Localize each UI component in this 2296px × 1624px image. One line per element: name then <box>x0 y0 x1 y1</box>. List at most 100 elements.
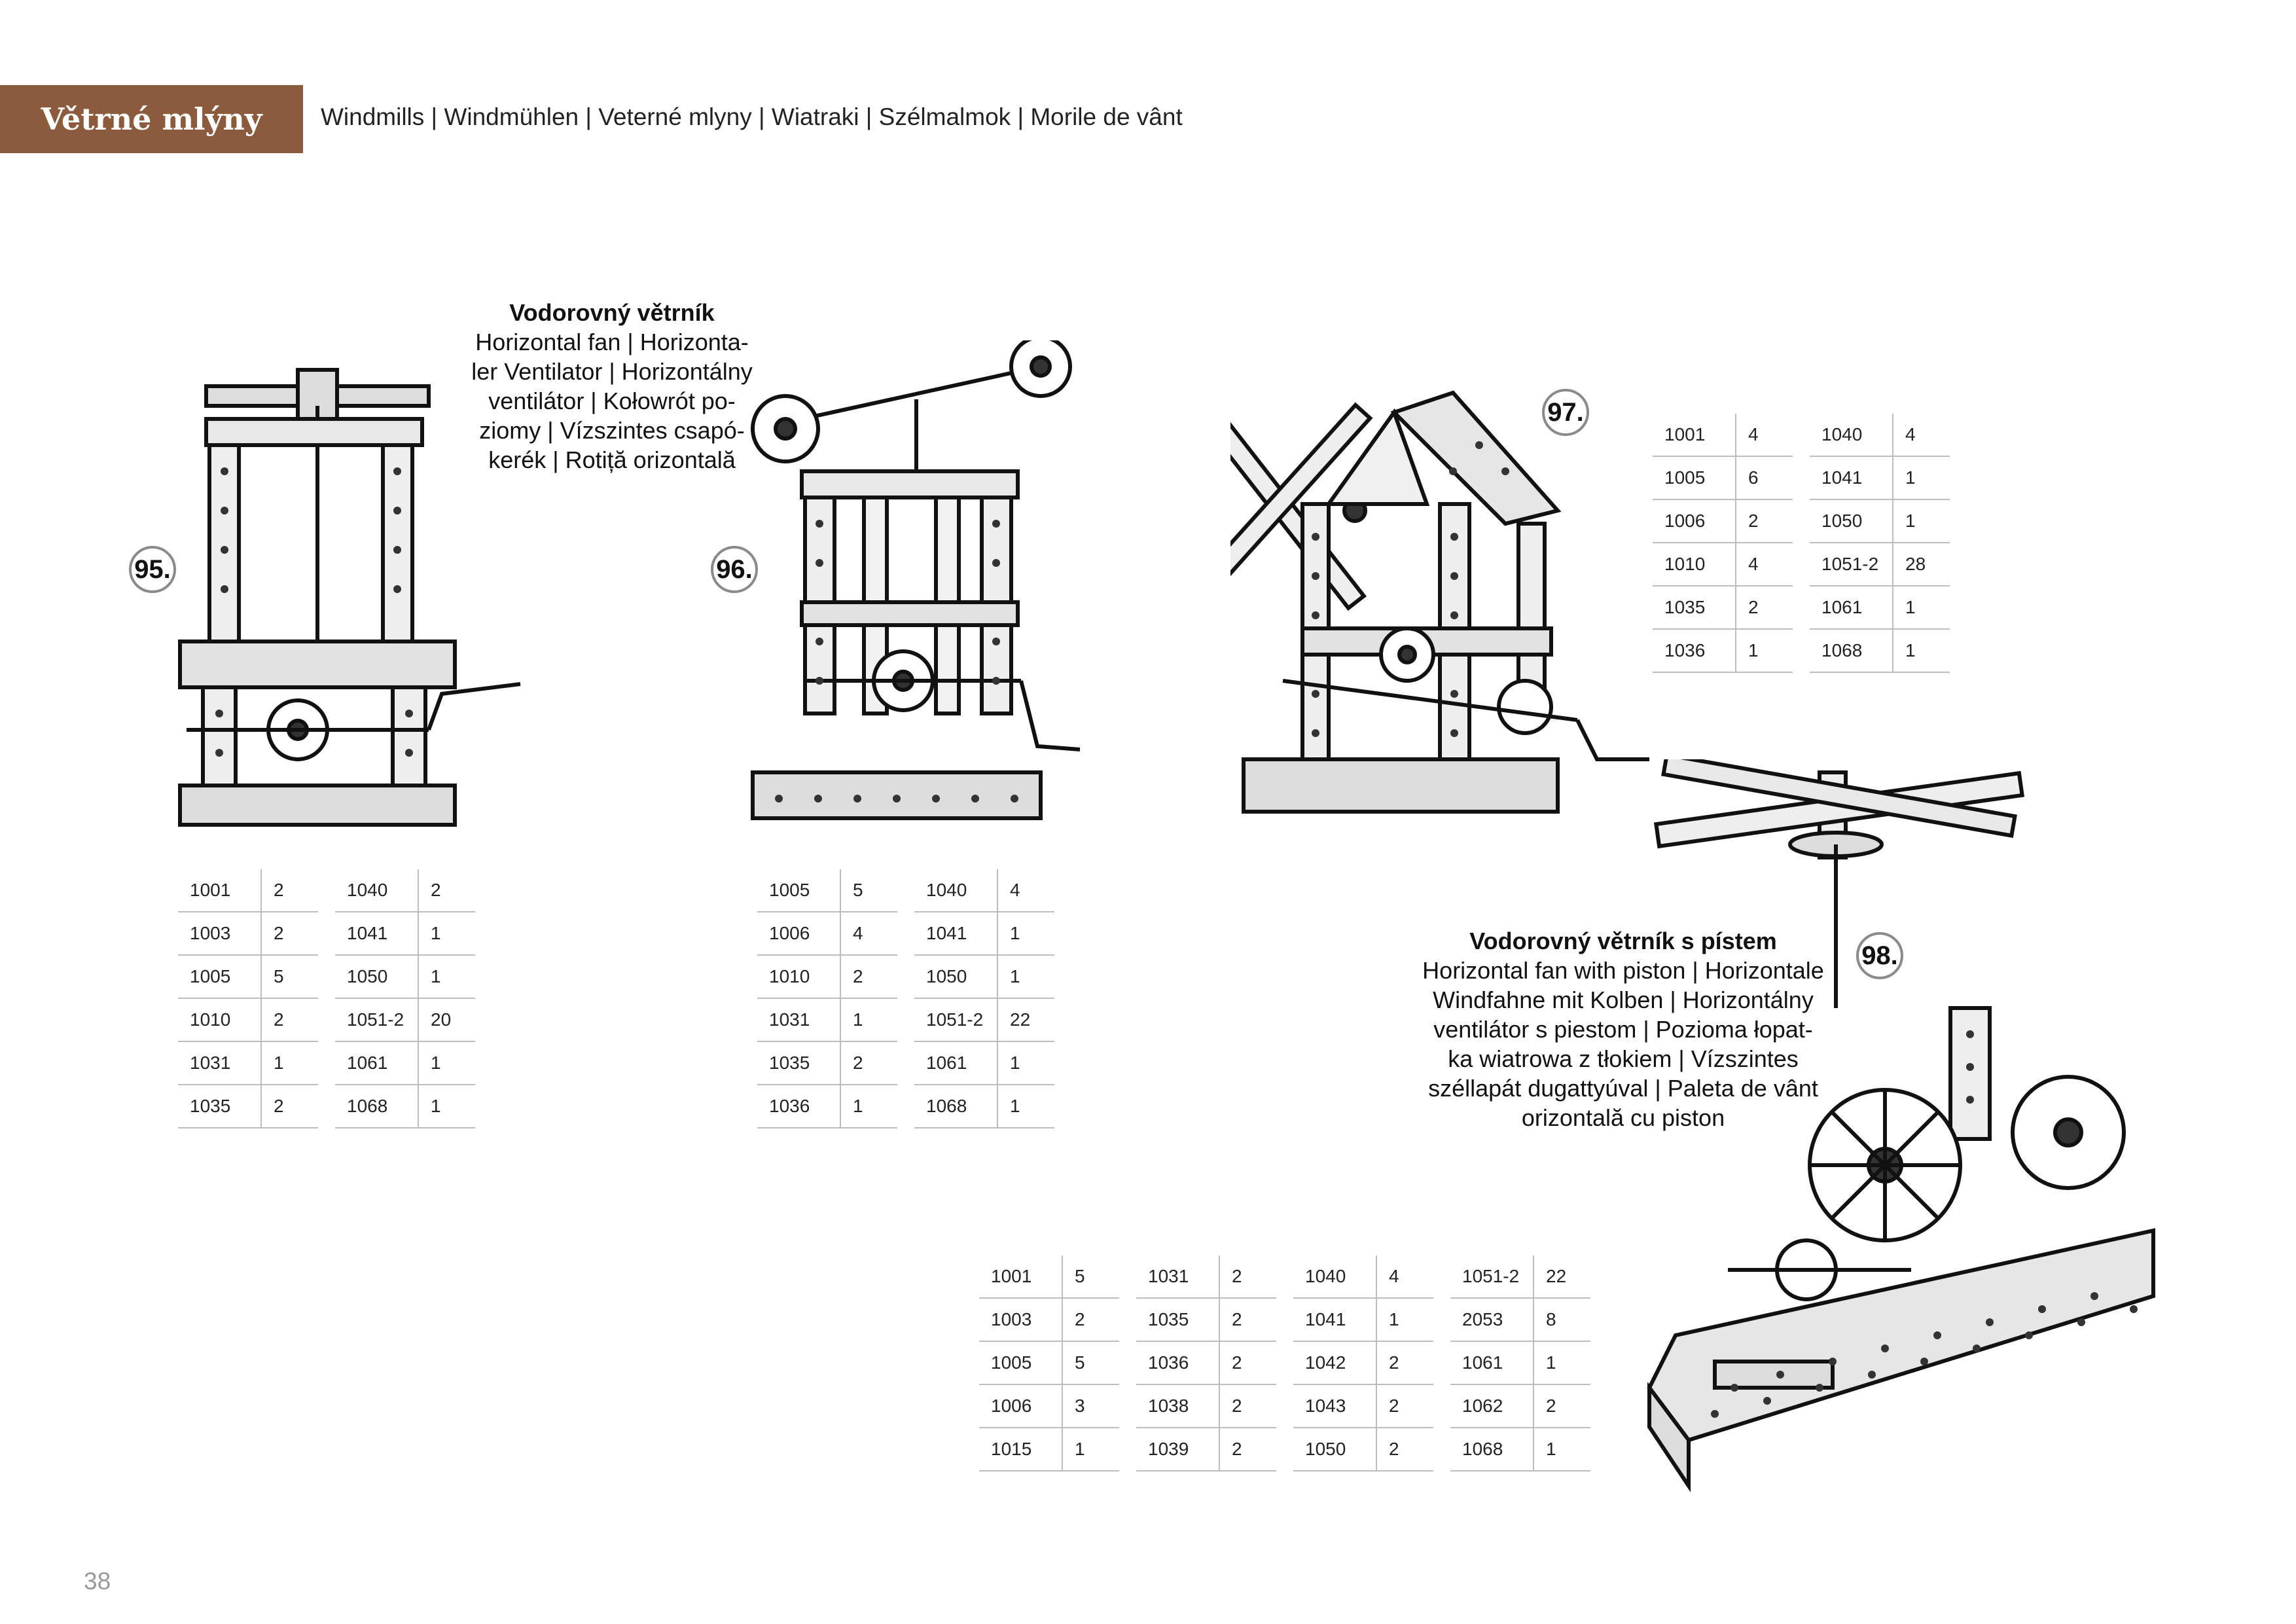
part-code: 1006 <box>1653 499 1736 543</box>
part-qty: 2 <box>261 869 318 912</box>
part-qty: 2 <box>1376 1341 1433 1385</box>
part-code: 1031 <box>1136 1255 1220 1299</box>
part-qty: 8 <box>1534 1298 1590 1342</box>
part-code: 1050 <box>1293 1428 1377 1471</box>
part-qty: 2 <box>1736 586 1793 630</box>
part-code: 1035 <box>1136 1298 1220 1342</box>
part-code: 1041 <box>335 912 419 956</box>
part-qty: 1 <box>1893 499 1950 543</box>
part-code: 1006 <box>757 912 841 956</box>
part-qty: 2 <box>1219 1298 1276 1342</box>
part-qty: 4 <box>1736 414 1793 457</box>
part-qty: 2 <box>1219 1428 1276 1471</box>
part-code: 1040 <box>335 869 419 912</box>
part-qty: 5 <box>1062 1341 1119 1385</box>
part-code: 1005 <box>979 1341 1063 1385</box>
part-qty: 1 <box>997 1085 1054 1128</box>
model-95-caption-line: kerék | Rotiță orizontală <box>488 446 736 473</box>
part-qty: 6 <box>1736 456 1793 500</box>
part-qty: 1 <box>840 998 897 1042</box>
part-code: 1010 <box>757 955 841 999</box>
part-code: 1068 <box>335 1085 419 1128</box>
model-98-illustration <box>1647 759 2155 1492</box>
part-code: 1006 <box>979 1384 1063 1428</box>
part-qty: 2 <box>261 912 318 956</box>
part-code: 1051-2 <box>1810 543 1893 586</box>
part-code: 1003 <box>178 912 262 956</box>
part-qty: 22 <box>1534 1255 1590 1299</box>
model-98-caption: Vodorovný větrník s pístem Horizontal fa… <box>1388 926 1859 1132</box>
model-95-caption: Vodorovný větrník Horizontal fan | Horiz… <box>452 298 772 475</box>
part-code: 1068 <box>1810 629 1893 673</box>
part-code: 1050 <box>1810 499 1893 543</box>
part-qty: 5 <box>261 955 318 999</box>
section-title-block: Větrné mlýny <box>0 85 303 153</box>
model-96-number: 96. <box>711 546 758 593</box>
part-qty: 1 <box>1893 586 1950 630</box>
part-qty: 2 <box>1062 1298 1119 1342</box>
part-code: 1040 <box>1810 414 1893 457</box>
part-qty: 1 <box>418 1085 475 1128</box>
part-code: 1015 <box>979 1428 1063 1471</box>
model-95-caption-line: Horizontal fan | Horizonta- <box>475 329 749 355</box>
part-qty: 1 <box>997 955 1054 999</box>
part-code: 1051-2 <box>1450 1255 1534 1299</box>
part-code: 1005 <box>1653 456 1736 500</box>
part-qty: 22 <box>997 998 1054 1042</box>
part-code: 1043 <box>1293 1384 1377 1428</box>
part-code: 1061 <box>1810 586 1893 630</box>
part-code: 1001 <box>1653 414 1736 457</box>
part-code: 1036 <box>1136 1341 1220 1385</box>
part-qty: 1 <box>840 1085 897 1128</box>
model-98-caption-line: ventilátor s piestom | Pozioma łopat- <box>1433 1016 1813 1043</box>
part-qty: 2 <box>840 1041 897 1085</box>
part-code: 1010 <box>1653 543 1736 586</box>
section-subtitle: Windmills | Windmühlen | Veterné mlyny |… <box>321 103 1183 130</box>
model-95-caption-title: Vodorovný větrník <box>509 299 715 326</box>
model-98-caption-line: ka wiatrowa z tłokiem | Vízszintes <box>1448 1045 1799 1072</box>
model-98-caption-title: Vodorovný větrník s pístem <box>1469 928 1777 954</box>
part-qty: 20 <box>418 998 475 1042</box>
part-code: 1031 <box>178 1041 262 1085</box>
part-code: 1041 <box>914 912 998 956</box>
model-95-illustration <box>178 368 521 827</box>
part-code: 2053 <box>1450 1298 1534 1342</box>
part-qty: 1 <box>1736 629 1793 673</box>
part-qty: 1 <box>418 912 475 956</box>
part-qty: 1 <box>1534 1428 1590 1471</box>
